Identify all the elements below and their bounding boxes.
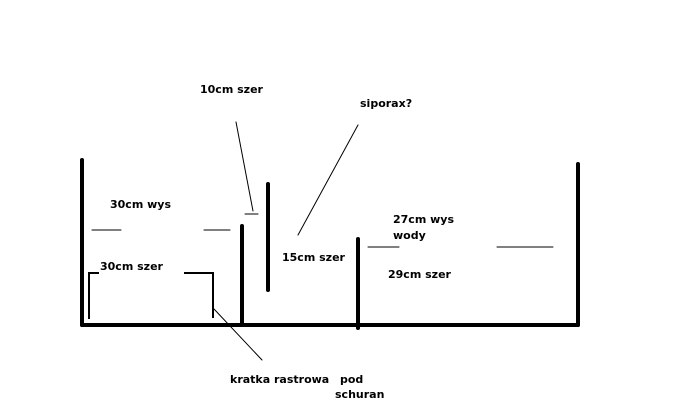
grate-bracket-right [184,272,214,318]
grate-label-3: schuran [335,388,384,401]
gap-leader-line [235,121,254,212]
grate-label-2: pod [340,373,363,386]
baffle-gap-label: 10cm szer [200,83,264,96]
water-height-label: 27cm wys [393,213,454,226]
section3-width-label: 29cm szer [388,268,452,281]
grate-leader-line [213,308,263,361]
grate-bracket-left [88,272,99,319]
grate-label: kratka rastrowa [230,373,329,386]
water-height-label-2: wody [393,229,426,242]
siporax-label: siporax? [360,97,412,110]
siporax-leader-line [297,124,359,236]
section1-width-label: 30cm szer [100,260,164,273]
section1-height-label: 30cm wys [110,198,171,211]
section2-width-label: 15cm szer [282,251,346,264]
